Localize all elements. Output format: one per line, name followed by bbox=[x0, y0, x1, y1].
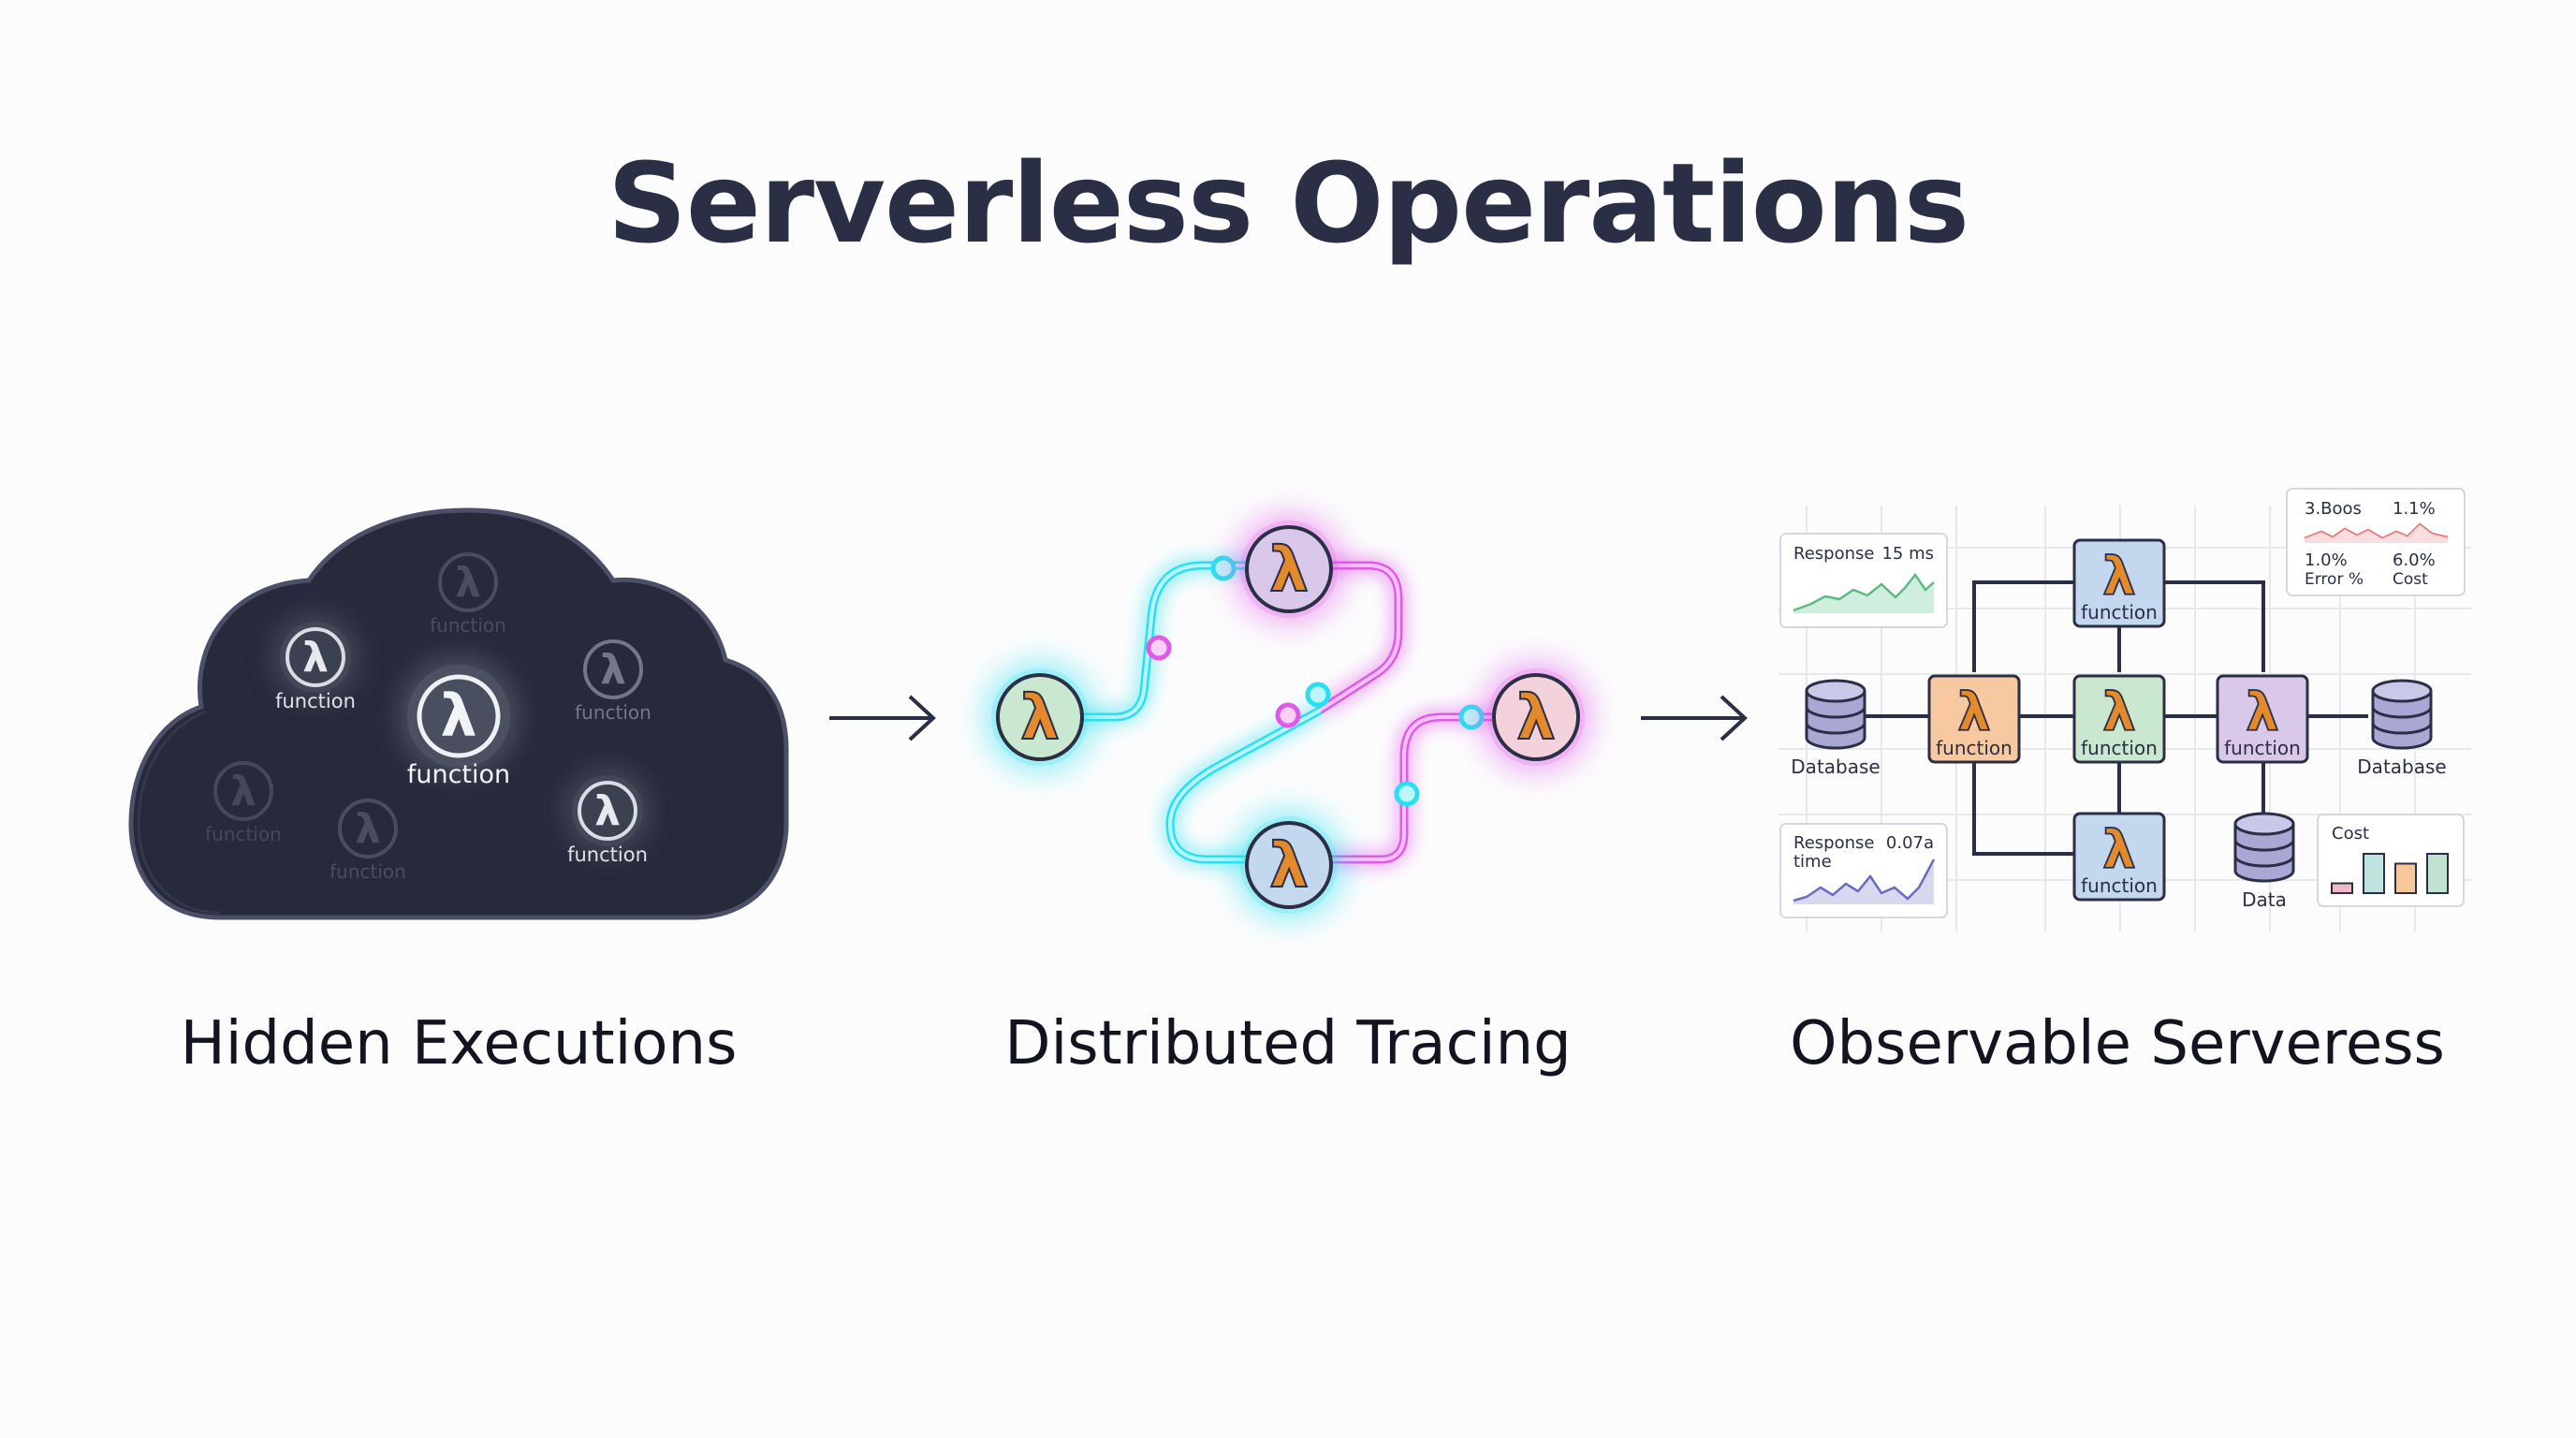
lambda-node-dim: λ function bbox=[575, 639, 651, 724]
lambda-icon: λ bbox=[1269, 534, 1309, 606]
metric-card-response: Response 15 ms bbox=[1779, 533, 1948, 628]
caption-observable: Observable Serveress bbox=[1790, 1009, 2445, 1078]
sparkline bbox=[1793, 858, 1936, 902]
trace-node-end: λ bbox=[1487, 668, 1585, 766]
function-label: function bbox=[2081, 601, 2158, 624]
metric-label: Response bbox=[1793, 544, 1874, 564]
lambda-icon: λ bbox=[1269, 829, 1309, 902]
metric-label: time bbox=[1793, 852, 1832, 872]
right-arrow-icon bbox=[829, 695, 936, 741]
lambda-node-glowing-main: λ function bbox=[407, 665, 510, 789]
trace-node-start: λ bbox=[991, 668, 1089, 766]
span-dot bbox=[1275, 702, 1301, 728]
connector-lines bbox=[1865, 580, 2368, 856]
metric-card-cost: Cost bbox=[2317, 814, 2465, 907]
distributed-tracing-panel: λ λ λ λ bbox=[991, 521, 1585, 914]
metric-value: 0.07a bbox=[1886, 833, 1934, 853]
cost-bar bbox=[2363, 853, 2385, 894]
function-label: function bbox=[430, 614, 506, 637]
lambda-icon: λ bbox=[440, 682, 476, 750]
lambda-icon: λ bbox=[1516, 682, 1556, 754]
hidden-executions-panel: λ function λ function λ function λ funct… bbox=[128, 507, 789, 920]
function-label: function bbox=[567, 844, 648, 866]
lambda-icon: λ bbox=[2102, 547, 2135, 608]
function-label: function bbox=[329, 860, 406, 883]
metric-label: Error % bbox=[2305, 570, 2364, 589]
database-icon bbox=[2371, 679, 2433, 750]
metric-card-response-time: Response time 0.07a bbox=[1779, 823, 1948, 918]
metric-label: Response bbox=[1793, 833, 1874, 853]
span-dot bbox=[1146, 635, 1172, 661]
function-label: function bbox=[1936, 737, 2012, 759]
lambda-icon: λ bbox=[230, 768, 256, 815]
lambda-node-faint: λ function bbox=[329, 799, 406, 883]
function-box-left: λ function bbox=[1927, 674, 2021, 764]
database-label: Database bbox=[2357, 756, 2446, 778]
function-box-right: λ function bbox=[2216, 674, 2309, 764]
database-label: Data bbox=[2242, 888, 2287, 911]
function-label: function bbox=[407, 760, 510, 789]
metric-label: Cost bbox=[2332, 824, 2369, 844]
metric-value: 15 ms bbox=[1881, 544, 1934, 564]
cost-bar bbox=[2331, 882, 2353, 894]
trace-node-top: λ bbox=[1240, 521, 1338, 618]
lambda-icon: λ bbox=[1020, 682, 1060, 754]
cost-bar bbox=[2394, 862, 2417, 894]
lambda-node-glowing: λ function bbox=[275, 622, 356, 712]
lambda-icon: λ bbox=[594, 787, 621, 835]
span-dot bbox=[1210, 555, 1237, 581]
span-dot bbox=[1394, 781, 1420, 807]
database-label: Database bbox=[1791, 756, 1880, 778]
lambda-icon: λ bbox=[355, 805, 381, 853]
function-label: function bbox=[275, 690, 356, 712]
lambda-icon: λ bbox=[2102, 820, 2135, 881]
metric-value: 1.0% bbox=[2305, 550, 2348, 570]
database-icon bbox=[1805, 679, 1866, 750]
function-label: function bbox=[2081, 874, 2158, 897]
lambda-icon: λ bbox=[302, 634, 329, 682]
metric-value: 6.0% bbox=[2393, 550, 2436, 570]
cost-bar-chart bbox=[2331, 853, 2449, 894]
page-title: Serverless Operations bbox=[607, 139, 1969, 268]
observable-panel: λ function λ function λ function λ funct… bbox=[1778, 488, 2471, 932]
caption-hidden-executions: Hidden Executions bbox=[180, 1009, 738, 1078]
function-label: function bbox=[575, 701, 651, 724]
function-label: function bbox=[2224, 737, 2301, 759]
function-box-top: λ function bbox=[2072, 538, 2166, 628]
sparkline bbox=[1793, 572, 1935, 612]
lambda-icon: λ bbox=[2102, 682, 2135, 743]
lambda-icon: λ bbox=[600, 646, 626, 694]
metric-value: 1.1% bbox=[2393, 499, 2436, 519]
lambda-icon: λ bbox=[455, 559, 481, 607]
function-box-bottom: λ function bbox=[2072, 812, 2166, 902]
lambda-icon: λ bbox=[1957, 682, 1990, 743]
lambda-node-faint: λ function bbox=[205, 761, 282, 845]
database-icon bbox=[2233, 812, 2295, 883]
trace-node-bottom: λ bbox=[1240, 816, 1338, 914]
function-label: function bbox=[205, 823, 282, 845]
metric-label: Cost bbox=[2393, 570, 2428, 589]
lambda-node-faint: λ function bbox=[430, 552, 506, 637]
span-dot bbox=[1305, 682, 1331, 708]
function-box-center: λ function bbox=[2072, 674, 2166, 764]
cost-bar bbox=[2426, 853, 2449, 894]
metric-card-errors: 3.Boos 1.1% 1.0% 6.0% Error % Cost bbox=[2286, 488, 2466, 596]
metric-value: 3.Boos bbox=[2305, 499, 2362, 519]
caption-distributed-tracing: Distributed Tracing bbox=[1004, 1009, 1572, 1078]
lambda-icon: λ bbox=[2246, 682, 2278, 743]
span-dot bbox=[1458, 704, 1485, 730]
function-label: function bbox=[2081, 737, 2158, 759]
right-arrow-icon bbox=[1641, 695, 1748, 741]
lambda-node-glowing: λ function bbox=[567, 775, 648, 866]
